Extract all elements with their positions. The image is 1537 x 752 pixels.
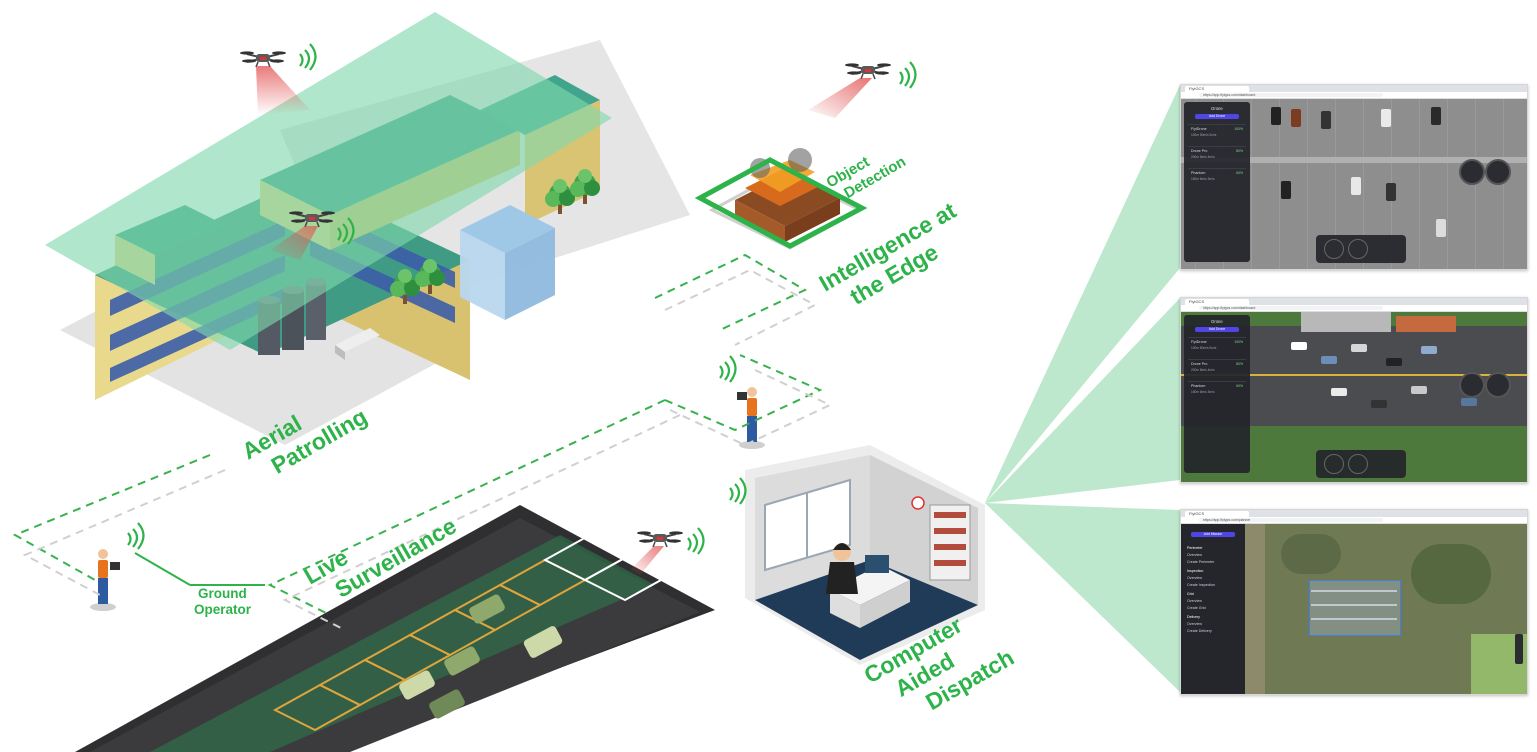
- svg-text:Operator: Operator: [194, 602, 252, 617]
- section-title: Delivery: [1187, 615, 1200, 619]
- mission-sidebar: Add Mission Perimeter Overview Create Pe…: [1181, 524, 1245, 694]
- add-mission-button[interactable]: Add Mission: [1191, 532, 1235, 537]
- parking-lot-scene: [75, 505, 715, 752]
- ground-operator-figure: [90, 521, 265, 611]
- panel-title: Drone: [1211, 319, 1223, 324]
- menu-item[interactable]: Overview: [1187, 622, 1202, 626]
- screenshot-parking-lot: FlytGCS https://app.flytgcs.com/dashboar…: [1180, 84, 1528, 270]
- left-joystick-icon[interactable]: [1324, 454, 1344, 474]
- left-joystick-icon[interactable]: [1324, 239, 1344, 259]
- building-scene: [45, 12, 690, 445]
- address-bar[interactable]: https://app.flytgcs.com/dashboard: [1181, 92, 1527, 99]
- object-detection-scene: [694, 60, 917, 250]
- url-field[interactable]: https://app.flytgcs.com/planner: [1199, 518, 1383, 522]
- browser-tab-bar: FlytGCS: [1181, 510, 1527, 525]
- office-scene: [728, 445, 985, 665]
- compass-gauge-icon: [1485, 372, 1511, 398]
- url-field[interactable]: https://app.flytgcs.com/dashboard: [1199, 306, 1383, 310]
- attitude-gauge-icon: [1459, 159, 1485, 185]
- label-ground-operator: Ground Operator: [194, 586, 252, 617]
- browser-tab[interactable]: FlytGCS: [1185, 299, 1249, 305]
- dashed-connectors: [12, 253, 833, 631]
- address-bar[interactable]: https://app.flytgcs.com/planner: [1181, 517, 1527, 524]
- menu-item[interactable]: Create Delivery: [1187, 629, 1212, 633]
- right-joystick-icon[interactable]: [1348, 239, 1368, 259]
- menu-item[interactable]: Create Inspection: [1187, 583, 1216, 587]
- joystick-panel[interactable]: [1316, 450, 1406, 478]
- section-title: Grid: [1187, 592, 1194, 596]
- joystick-panel[interactable]: [1316, 235, 1406, 263]
- browser-tab-bar: FlytGCS: [1181, 85, 1527, 100]
- svg-text:Ground: Ground: [198, 586, 247, 601]
- menu-item[interactable]: Overview: [1187, 576, 1202, 580]
- edge-operator-figure: [718, 354, 765, 449]
- section-title: Perimeter: [1187, 546, 1203, 550]
- satellite-map[interactable]: Add Mission Perimeter Overview Create Pe…: [1181, 524, 1527, 694]
- compass-gauge-icon: [1485, 159, 1511, 185]
- attitude-gauge-icon: [1459, 372, 1485, 398]
- menu-item[interactable]: Overview: [1187, 553, 1202, 557]
- label-intelligence-edge: Intelligence at the Edge: [815, 197, 961, 310]
- menu-item[interactable]: Overview: [1187, 599, 1202, 603]
- right-joystick-icon[interactable]: [1348, 454, 1368, 474]
- browser-tab-bar: FlytGCS: [1181, 298, 1527, 313]
- url-field[interactable]: https://app.flytgcs.com/dashboard: [1199, 93, 1383, 97]
- screen-fan: [985, 85, 1180, 692]
- menu-item[interactable]: Create Grid: [1187, 606, 1206, 610]
- browser-tab[interactable]: FlytGCS: [1185, 86, 1249, 92]
- map-zoom-controls[interactable]: [1515, 634, 1523, 664]
- browser-tab[interactable]: FlytGCS: [1185, 511, 1249, 517]
- section-title: Inspection: [1187, 569, 1204, 573]
- panel-title: Drone: [1211, 106, 1223, 111]
- screenshot-map-planning: FlytGCS https://app.flytgcs.com/planner …: [1180, 509, 1528, 695]
- screenshot-traffic: FlytGCS https://app.flytgcs.com/dashboar…: [1180, 297, 1528, 483]
- menu-item[interactable]: Create Perimeter: [1187, 560, 1215, 564]
- address-bar[interactable]: https://app.flytgcs.com/dashboard: [1181, 305, 1527, 312]
- mission-area[interactable]: [1309, 580, 1401, 636]
- add-drone-button[interactable]: Add Drone: [1195, 114, 1239, 119]
- add-drone-button[interactable]: Add Drone: [1195, 327, 1239, 332]
